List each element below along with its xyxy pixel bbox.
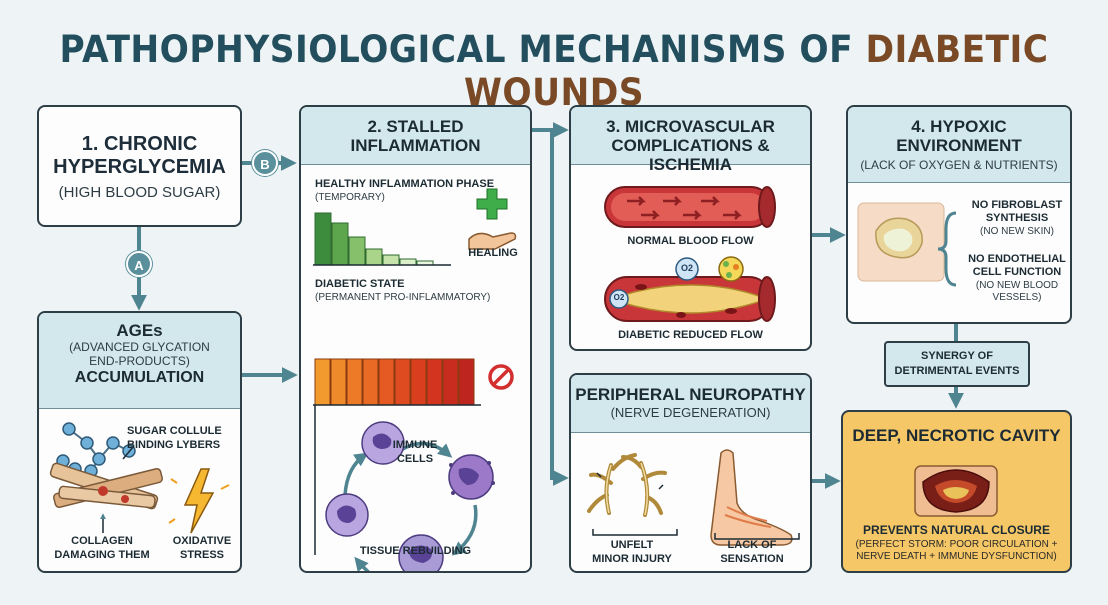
ages-sub2: END-PRODUCTS) [89,354,190,368]
immune-cell-icon [361,421,405,465]
normal-flow-label: NORMAL BLOOD FLOW [627,235,754,247]
micro-line2: COMPLICATIONS & ISCHEMIA [611,136,770,174]
fibroblast-label-1: NO FIBROBLAST [971,199,1063,211]
reduced-flow-label: DIABETIC REDUCED FLOW [618,329,763,341]
diabetic-sub: (PERMANENT PRO-INFLAMMATORY) [315,292,491,303]
normal-vessel-icon [604,186,776,228]
endothelial-label-2: CELL FUNCTION [972,266,1062,278]
box-necrotic-cavity: DEEP, NECROTIC CAVITY PREVENTS NATURAL C… [841,410,1072,573]
hypoxic-line1: 4. HYPOXIC [911,117,1007,136]
sensation-label-1: LACK OF [727,539,777,551]
neuro-illustration [587,449,800,546]
synergy-line1: SYNERGY OF [921,350,993,362]
necrotic-sub-1: (PERFECT STORM: POOR CIRCULATION + [855,539,1058,550]
healthy-bars [314,212,434,266]
sugar-label-2: BINDING LYBERS [127,439,221,451]
ages-title: AGEs [116,321,163,340]
healing-label: HEALING [468,247,518,259]
oxidative-label-1: OXIDATIVE [172,535,232,547]
connector-a-badge: A [126,251,152,277]
healthy-title: HEALTHY INFLAMMATION PHASE [315,178,495,190]
oxidative-label-2: STRESS [179,549,224,561]
nerve-icon [587,453,667,517]
collagen-label-2: DAMAGING THEM [54,549,150,561]
endothelial-sub-1: (NO NEW BLOOD [975,280,1059,291]
necrotic-sub-2: NERVE DEATH + IMMUNE DYSFUNCTION) [856,551,1057,562]
ages-illustration [49,422,230,534]
box-peripheral-neuropathy: PERIPHERAL NEUROPATHY (NERVE DEGENERATIO… [569,373,812,573]
arrow-inflam-branch [532,128,569,486]
box-synergy: SYNERGY OF DETRIMENTAL EVENTS [884,341,1030,387]
tissue-label: TISSUE REBUILDING [359,545,472,557]
sensation-label-2: SENSATION [720,553,784,565]
hypoxic-illustration [857,202,957,287]
necrotic-wound-icon [914,465,998,517]
healthy-sub: (TEMPORARY) [315,192,385,203]
hypoxic-header: 4. HYPOXIC ENVIRONMENT (LACK OF OXYGEN &… [848,107,1070,183]
unfelt-label-2: MINOR INJURY [592,553,672,565]
immune-cycle-arrows [343,441,478,571]
box-ages-accumulation: AGEs (ADVANCED GLYCATION END-PRODUCTS) A… [37,311,242,573]
fibroblast-label-2: SYNTHESIS [985,212,1049,224]
inflam-illustration [313,188,517,571]
page-title: PATHOPHYSIOLOGICAL MECHANISMS OF DIABETI… [59,28,1049,114]
lightning-icon [168,468,230,534]
neuro-title: PERIPHERAL NEUROPATHY [575,385,806,404]
micro-line1: 3. MICROVASCULAR [606,117,775,136]
ages-title2: ACCUMULATION [74,369,205,386]
endothelial-sub-2: VESSELS) [992,292,1042,303]
hypoxic-line2: ENVIRONMENT [896,136,1022,155]
box1-line1: 1. CHRONIC [81,133,198,155]
micro-header: 3. MICROVASCULAR COMPLICATIONS & ISCHEMI… [571,107,810,174]
healing-hand-icon [468,188,517,250]
synergy-line2: DETRIMENTAL EVENTS [894,365,1020,377]
collagen-label-1: COLLAGEN [71,535,133,547]
ages-sub1: (ADVANCED GLYCATION [69,340,210,354]
nutrient-icon [718,256,744,282]
neuro-header: PERIPHERAL NEUROPATHY (NERVE DEGENERATIO… [571,375,810,433]
box-microvascular: 3. MICROVASCULAR COMPLICATIONS & ISCHEMI… [569,105,812,351]
diabetic-bars [314,358,475,406]
immune-cell-icon [398,534,444,571]
inflam-line2: INFLAMMATION [350,136,481,155]
blood-vessel-illustration [604,186,776,322]
immune-label-1: IMMUNE [392,439,438,451]
unfelt-label-1: UNFELT [610,539,654,551]
box1-sub: (HIGH BLOOD SUGAR) [58,184,221,201]
neuro-sub: (NERVE DEGENERATION) [610,405,771,420]
hypoxic-sub: (LACK OF OXYGEN & NUTRIENTS) [860,158,1058,172]
collagen-fiber-icon [49,462,163,510]
endothelial-label-1: NO ENDOTHELIAL [968,253,1066,265]
necrotic-title: DEEP, NECROTIC CAVITY [852,426,1061,445]
prohibited-icon [488,364,514,390]
o2-label-2: O2 [613,293,625,302]
prevents-closure-label: PREVENTS NATURAL CLOSURE [863,523,1050,537]
sugar-label-1: SUGAR COLLULE [127,425,222,437]
diabetic-title: DIABETIC STATE [315,278,405,290]
immune-cell-icon [325,493,369,537]
box-stalled-inflammation: 2. STALLED INFLAMMATION HEALTHY INFLAMMA… [299,105,532,573]
box1-line2: HYPERGLYCEMIA [53,156,226,178]
ages-header: AGEs (ADVANCED GLYCATION END-PRODUCTS) A… [39,313,240,409]
inflam-line1: 2. STALLED [367,117,464,136]
o2-label-3: O2 [680,263,693,273]
nerve-inner [605,462,648,516]
immune-label-2: CELLS [396,453,434,465]
connector-b-badge: B [252,150,278,176]
diabetic-vessel-icon [604,276,776,322]
skin-wound-icon [857,202,945,282]
box-chronic-hyperglycemia: 1. CHRONIC HYPERGLYCEMIA (HIGH BLOOD SUG… [37,105,242,227]
fibroblast-sub: (NO NEW SKIN) [980,226,1054,237]
foot-icon [710,449,793,546]
inflam-header: 2. STALLED INFLAMMATION [301,107,530,165]
immune-cell-icon [448,454,495,500]
box-hypoxic-environment: 4. HYPOXIC ENVIRONMENT (LACK OF OXYGEN &… [846,105,1072,324]
